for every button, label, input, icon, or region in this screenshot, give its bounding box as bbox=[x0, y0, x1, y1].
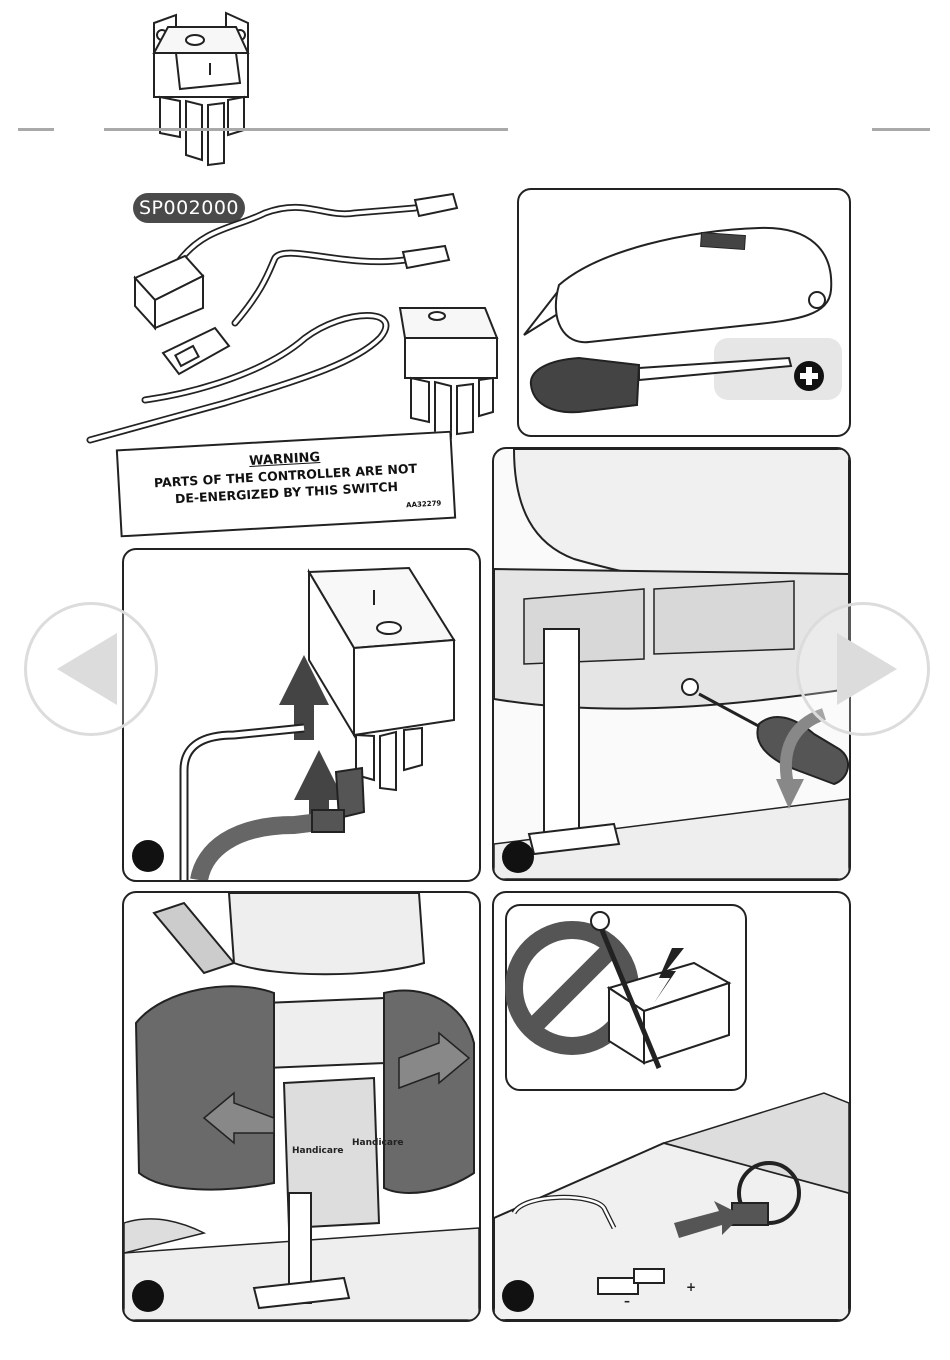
brand-label-left: Handicare bbox=[292, 1146, 344, 1156]
step-3-marker bbox=[132, 1280, 164, 1312]
top-switch-illustration bbox=[140, 5, 265, 170]
warning-label-code: AA32279 bbox=[406, 499, 442, 509]
warning-label: WARNING PARTS OF THE CONTROLLER ARE NOT … bbox=[116, 431, 456, 538]
tools-panel bbox=[517, 188, 851, 437]
battery-positive-terminal: + bbox=[686, 1280, 696, 1294]
step-4-panel: – + bbox=[492, 891, 851, 1322]
section-divider-middle bbox=[104, 128, 508, 131]
section-divider-left bbox=[18, 128, 54, 131]
section-divider-right bbox=[872, 128, 930, 131]
previous-page-button[interactable] bbox=[24, 602, 158, 736]
step-3-panel: Handicare Handicare bbox=[122, 891, 481, 1322]
next-page-button[interactable] bbox=[796, 602, 930, 736]
step-4-illustration: – + bbox=[494, 893, 849, 1320]
step-1-illustration bbox=[124, 550, 479, 880]
tools-illustration bbox=[519, 190, 849, 435]
step-1-panel bbox=[122, 548, 481, 882]
battery-negative-terminal: – bbox=[624, 1294, 630, 1308]
step-2-marker bbox=[502, 841, 534, 873]
arrow-left-icon bbox=[27, 605, 155, 733]
kit-contents-illustration bbox=[85, 188, 505, 448]
brand-label-right: Handicare bbox=[352, 1138, 404, 1148]
step-3-illustration: Handicare Handicare bbox=[124, 893, 479, 1320]
step-4-marker bbox=[502, 1280, 534, 1312]
step-1-marker bbox=[132, 840, 164, 872]
arrow-right-icon bbox=[799, 605, 927, 733]
